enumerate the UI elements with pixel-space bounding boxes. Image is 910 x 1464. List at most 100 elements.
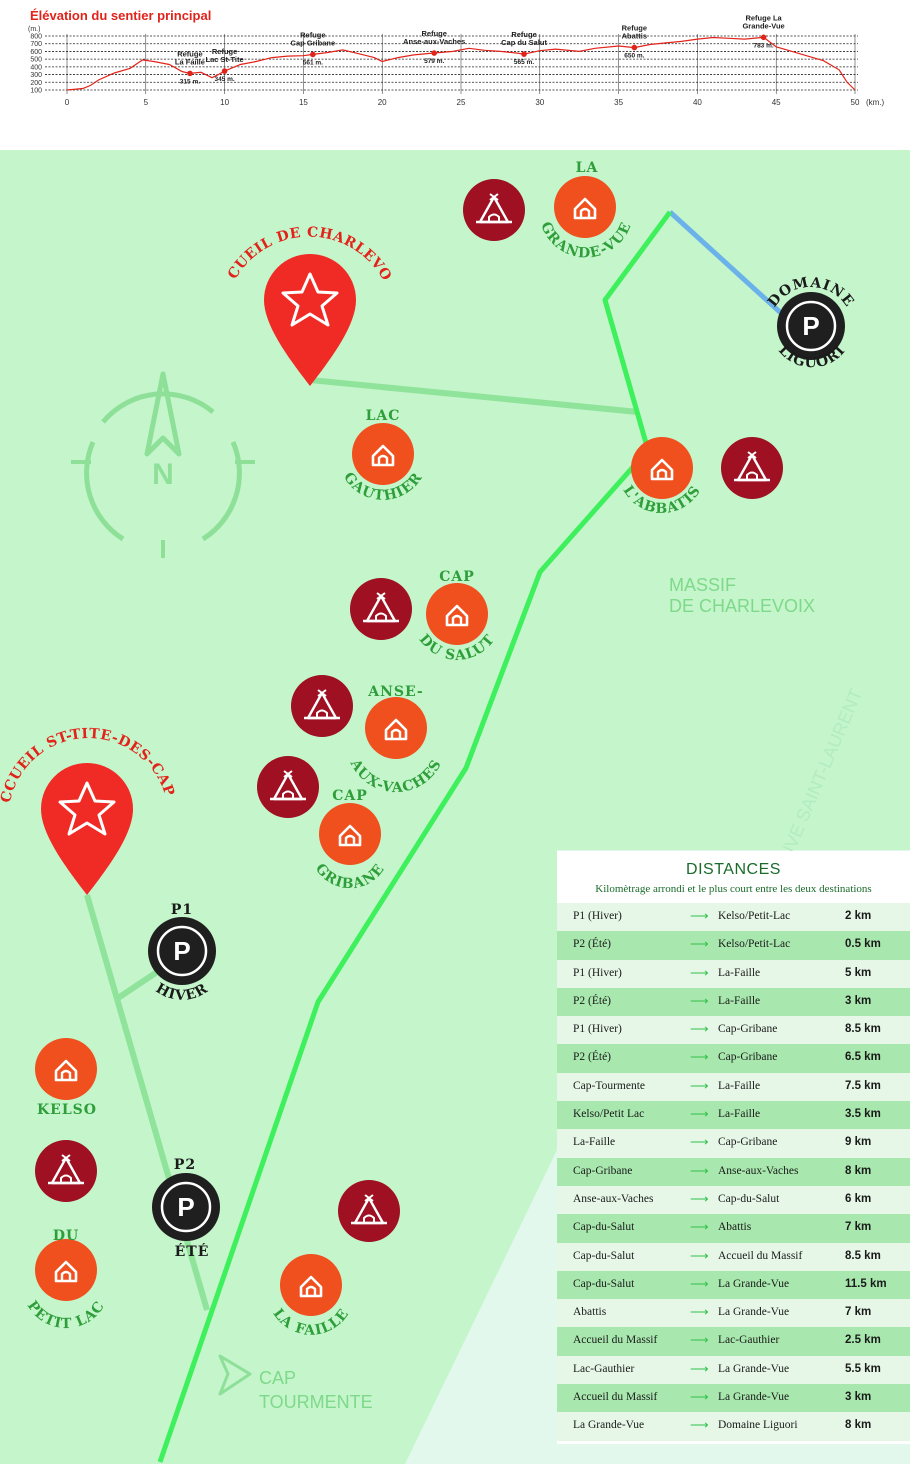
refuge-name-2: Cap du Salut (501, 38, 547, 47)
distance-from: Anse-aux-Vaches (573, 1192, 654, 1205)
refuge-name-2: Cap Gribane (291, 38, 336, 47)
x-tick-label: 50 (851, 98, 860, 107)
x-tick-label: 15 (299, 98, 308, 107)
refuge-dot (760, 34, 767, 41)
distance-to: La Grande-Vue (718, 1306, 790, 1319)
distance-km: 7 km (845, 1221, 872, 1234)
cap-tourmente-label-1: CAP (259, 1368, 296, 1388)
compass-icon: N (71, 371, 255, 558)
parking-domaine-liguori[interactable]: P (777, 292, 845, 360)
y-tick-label: 500 (30, 57, 42, 64)
massif-label-2: DE CHARLEVOIX (669, 596, 815, 616)
distance-from: Cap-du-Salut (573, 1221, 635, 1234)
distance-to: La-Faille (718, 966, 761, 979)
y-tick-label: 600 (30, 49, 42, 56)
refuge-abbatis[interactable] (631, 437, 693, 499)
elevation-line (66, 36, 856, 91)
distance-from: Cap-du-Salut (573, 1249, 635, 1262)
p2-sublabel: ÉTÉ (175, 1242, 210, 1260)
y-tick-label: 400 (30, 64, 42, 71)
refuge-dot (310, 51, 316, 58)
distance-from: Lac-Gauthier (573, 1362, 635, 1375)
distance-from: Cap-Gribane (573, 1164, 633, 1177)
refuge-altitude: 650 m. (624, 53, 644, 60)
camp-kelso[interactable] (35, 1140, 97, 1202)
distance-from: P2 (Été) (573, 1051, 612, 1064)
elevation-title: Élévation du sentier principal (30, 8, 212, 23)
distance-km: 0.5 km (845, 938, 881, 951)
camp-anse-aux-vaches[interactable] (291, 675, 353, 737)
star-marker-icon (281, 272, 339, 327)
x-tick-label: 0 (65, 98, 70, 107)
distance-km: 5.5 km (845, 1362, 881, 1375)
arrow-right-icon: ⟶ (690, 1219, 709, 1235)
refuge-name-2: Lac St-Tite (205, 55, 243, 64)
accueil-charlevoix-marker[interactable] (264, 254, 356, 386)
y-tick-label: 800 (30, 34, 42, 41)
parking-p2[interactable]: P (152, 1173, 220, 1241)
distance-to: La-Faille (718, 1108, 761, 1121)
camp-grande-vue[interactable] (463, 179, 525, 241)
refuge-name: Refuge La (745, 13, 782, 22)
cap-tourmente-label-2: TOURMENTE (259, 1392, 373, 1412)
refuge-lac-gauthier-label-1: LAC (366, 408, 401, 424)
refuge-dot (187, 70, 193, 77)
parking-p1[interactable]: P (148, 917, 216, 985)
distance-km: 9 km (845, 1136, 872, 1149)
arrow-right-icon: ⟶ (690, 992, 709, 1008)
distance-to: Lac-Gauthier (718, 1334, 780, 1347)
direction-arrow-icon (218, 1354, 252, 1396)
x-tick-label: 10 (220, 98, 229, 107)
refuge-name: Refuge (177, 49, 202, 58)
refuge-cap-gribane[interactable] (319, 803, 381, 865)
refuge-altitude: 565 m. (514, 59, 534, 66)
distance-km: 2.5 km (845, 1334, 881, 1347)
connector-charlevoix (309, 377, 639, 415)
distance-to: Domaine Liguori (718, 1419, 798, 1432)
refuge-petit-lac[interactable] (35, 1239, 97, 1301)
distance-km: 2 km (845, 910, 872, 922)
y-tick-label: 700 (30, 41, 42, 48)
refuge-grande-vue[interactable] (554, 176, 616, 238)
arrow-right-icon: ⟶ (690, 1077, 709, 1093)
refuge-cap-du-salut[interactable] (426, 583, 488, 645)
refuge-dot (631, 44, 638, 51)
camp-cap-gribane[interactable] (257, 756, 319, 818)
distance-from: Cap-Tourmente (573, 1079, 646, 1092)
refuge-kelso[interactable] (35, 1038, 97, 1100)
distance-from: Cap-du-Salut (573, 1277, 635, 1290)
arrow-right-icon: ⟶ (690, 1275, 709, 1291)
distance-km: 3 km (845, 994, 872, 1007)
distance-km: 8.5 km (845, 1249, 881, 1262)
camp-cap-du-salut[interactable] (350, 578, 412, 640)
refuge-altitude: 315 m. (180, 78, 200, 85)
distance-from: La Grande-Vue (573, 1419, 645, 1432)
distance-from: Accueil du Massif (573, 1334, 658, 1347)
refuge-grande-vue-label-1: LA (576, 160, 599, 176)
arrow-right-icon: ⟶ (690, 1162, 709, 1178)
distance-from: P1 (Hiver) (573, 910, 622, 922)
distance-to: Cap-du-Salut (718, 1192, 780, 1205)
camp-abbatis[interactable] (721, 437, 783, 499)
y-unit-label: (m.) (28, 26, 40, 33)
x-tick-label: 5 (144, 98, 149, 107)
refuge-cap-du-salut-label-1: CAP (439, 569, 475, 585)
refuge-lac-gauthier[interactable] (352, 423, 414, 485)
camp-la-faille[interactable] (338, 1180, 400, 1242)
distance-from: P2 (Été) (573, 938, 612, 951)
refuge-name: Refuge (622, 24, 647, 33)
x-tick-label: 20 (378, 98, 387, 107)
refuge-name: Refuge (421, 29, 446, 38)
refuge-la-faille[interactable] (280, 1254, 342, 1316)
arrow-right-icon: ⟶ (690, 1389, 709, 1405)
refuge-kelso-label: KELSO (37, 1102, 97, 1118)
arrow-right-icon: ⟶ (690, 1360, 709, 1376)
refuge-anse-aux-vaches[interactable] (365, 697, 427, 759)
arrow-right-icon: ⟶ (690, 1106, 709, 1122)
accueil-st-tite-marker[interactable] (41, 763, 133, 895)
compass-letter: N (152, 458, 174, 491)
